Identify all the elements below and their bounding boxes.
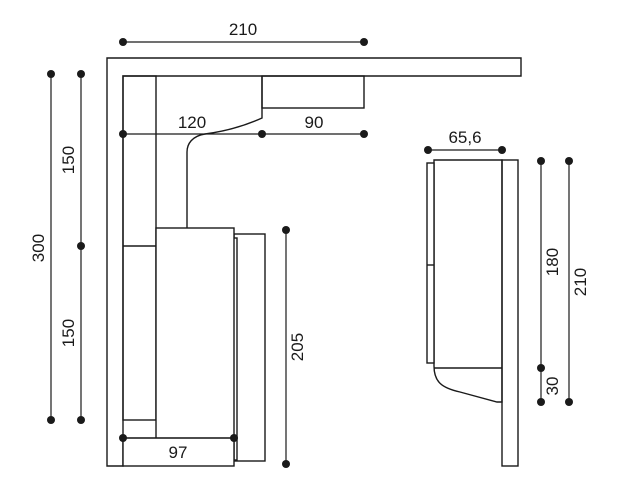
dimension-lines xyxy=(47,38,573,468)
dim-dot xyxy=(230,434,238,442)
front-door-panel-outer xyxy=(233,233,266,462)
dim-dot xyxy=(77,242,85,250)
label-top-depth: 120 xyxy=(178,113,206,132)
dim-dot xyxy=(498,146,506,154)
bottom-base xyxy=(122,437,235,467)
label-lower-height: 150 xyxy=(59,319,78,347)
label-side-height: 180 xyxy=(543,248,562,276)
curved-connector xyxy=(186,76,263,228)
inner-vertical-panel xyxy=(122,75,157,421)
main-cabinet-body xyxy=(155,227,235,461)
dimension-labels: 210 120 90 300 150 150 205 97 65,6 180 3… xyxy=(29,20,590,462)
label-top-shelf: 90 xyxy=(305,113,324,132)
dim-dot xyxy=(360,130,368,138)
dim-dot xyxy=(47,416,55,424)
dim-dot xyxy=(119,38,127,46)
label-total-height: 300 xyxy=(29,234,48,262)
dim-dot xyxy=(119,130,127,138)
side-door-panel xyxy=(426,162,435,364)
side-wall xyxy=(501,159,519,467)
dim-dot xyxy=(47,70,55,78)
dim-dot xyxy=(537,364,545,372)
dim-dot xyxy=(77,416,85,424)
dim-dot xyxy=(565,398,573,406)
dim-dot xyxy=(537,157,545,165)
label-side-base: 30 xyxy=(543,377,562,396)
label-side-depth: 65,6 xyxy=(448,128,481,147)
side-cabinet-body xyxy=(433,159,503,403)
label-upper-height: 150 xyxy=(59,146,78,174)
label-cabinet-height: 205 xyxy=(288,333,307,361)
label-total-width: 210 xyxy=(229,20,257,39)
label-bottom-width: 97 xyxy=(169,443,188,462)
dim-dot xyxy=(360,38,368,46)
top-shelf-box xyxy=(261,75,365,109)
side-view xyxy=(426,159,519,467)
dim-dot xyxy=(537,398,545,406)
dim-dot xyxy=(424,146,432,154)
dim-dot xyxy=(565,157,573,165)
label-side-total-height: 210 xyxy=(571,268,590,296)
dim-dot xyxy=(258,130,266,138)
dim-dot xyxy=(77,70,85,78)
dim-dot xyxy=(119,434,127,442)
plan-view xyxy=(106,57,522,467)
dim-dot xyxy=(282,460,290,468)
dim-dot xyxy=(282,226,290,234)
